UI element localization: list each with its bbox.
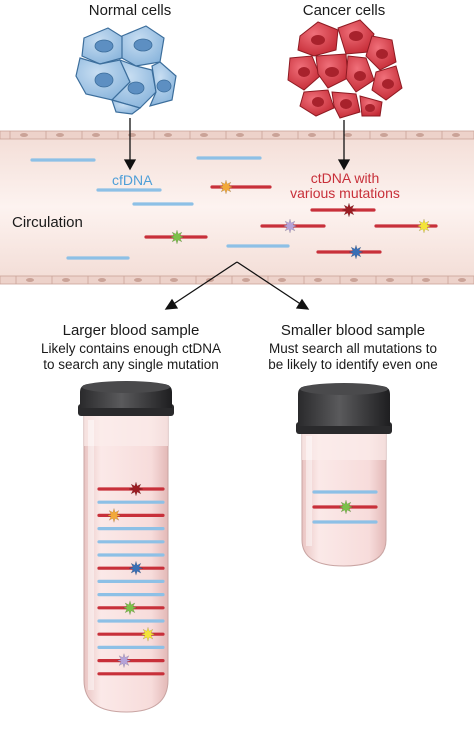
wall-cell-nucleus (458, 278, 466, 282)
sample-split-arrows (164, 261, 310, 310)
larger-sample-desc-2: to search any single mutation (43, 357, 219, 372)
wall-cell-nucleus (242, 278, 250, 282)
wall-cell-nucleus (350, 278, 358, 282)
mutation-yellow-icon (140, 626, 156, 643)
mutation-yellow-icon (416, 218, 432, 234)
mutation-purple-icon (116, 652, 132, 669)
normal-cells-cluster (75, 25, 177, 115)
release-arrows (123, 118, 351, 171)
wall-cell-nucleus (278, 278, 286, 282)
smaller-sample-desc-1: Must search all mutations to (268, 341, 438, 356)
normal-cells-label: Normal cells (88, 2, 172, 19)
mutation-green-icon (169, 229, 185, 245)
larger-sample-title: Larger blood sample (62, 322, 200, 339)
smaller-blood-tube (296, 383, 392, 567)
mutation-orange-icon (106, 507, 122, 524)
wall-cell-nucleus (344, 133, 352, 137)
smaller-sample-title: Smaller blood sample (280, 322, 426, 339)
wall-cell-nucleus (380, 133, 388, 137)
circulating-dna (30, 156, 438, 260)
wall-cell-nucleus (128, 133, 136, 137)
ctdna-label-line2: various mutations (290, 185, 400, 201)
cancer-cells-label: Cancer cells (302, 2, 386, 19)
ctdna-label-line1: ctDNA with (310, 170, 380, 186)
wall-cell-nucleus (386, 278, 394, 282)
larger-blood-tube (78, 381, 174, 713)
circulation-label: Circulation (12, 214, 83, 231)
wall-cell-nucleus (452, 133, 460, 137)
wall-cell-nucleus (164, 133, 172, 137)
mutation-green-icon (122, 599, 138, 616)
cancer-cells-cluster (287, 19, 403, 119)
mutation-orange-icon (218, 179, 234, 195)
wall-cell-nucleus (416, 133, 424, 137)
wall-cell-nucleus (236, 133, 244, 137)
cfdna-label: cfDNA (112, 172, 153, 188)
wall-cell-nucleus (272, 133, 280, 137)
wall-cell-nucleus (92, 133, 100, 137)
smaller-sample-desc-2: be likely to identify even one (268, 357, 438, 372)
mutation-purple-icon (282, 218, 298, 234)
wall-cell-nucleus (170, 278, 178, 282)
wall-cell-nucleus (26, 278, 34, 282)
wall-cell-nucleus (62, 278, 70, 282)
wall-cell-nucleus (200, 133, 208, 137)
wall-cell-nucleus (422, 278, 430, 282)
wall-cell-nucleus (308, 133, 316, 137)
wall-cell-nucleus (98, 278, 106, 282)
blood-vessel (0, 130, 474, 285)
mutation-darkred-icon (341, 202, 357, 218)
mutation-green-icon (338, 499, 354, 515)
mutation-blue-icon (348, 244, 364, 260)
mutation-blue-icon (128, 560, 144, 577)
larger-sample-desc-1: Likely contains enough ctDNA (40, 341, 222, 356)
wall-cell-nucleus (20, 133, 28, 137)
mutation-darkred-icon (128, 481, 144, 497)
wall-cell-nucleus (134, 278, 142, 282)
wall-cell-nucleus (56, 133, 64, 137)
wall-cell-nucleus (314, 278, 322, 282)
